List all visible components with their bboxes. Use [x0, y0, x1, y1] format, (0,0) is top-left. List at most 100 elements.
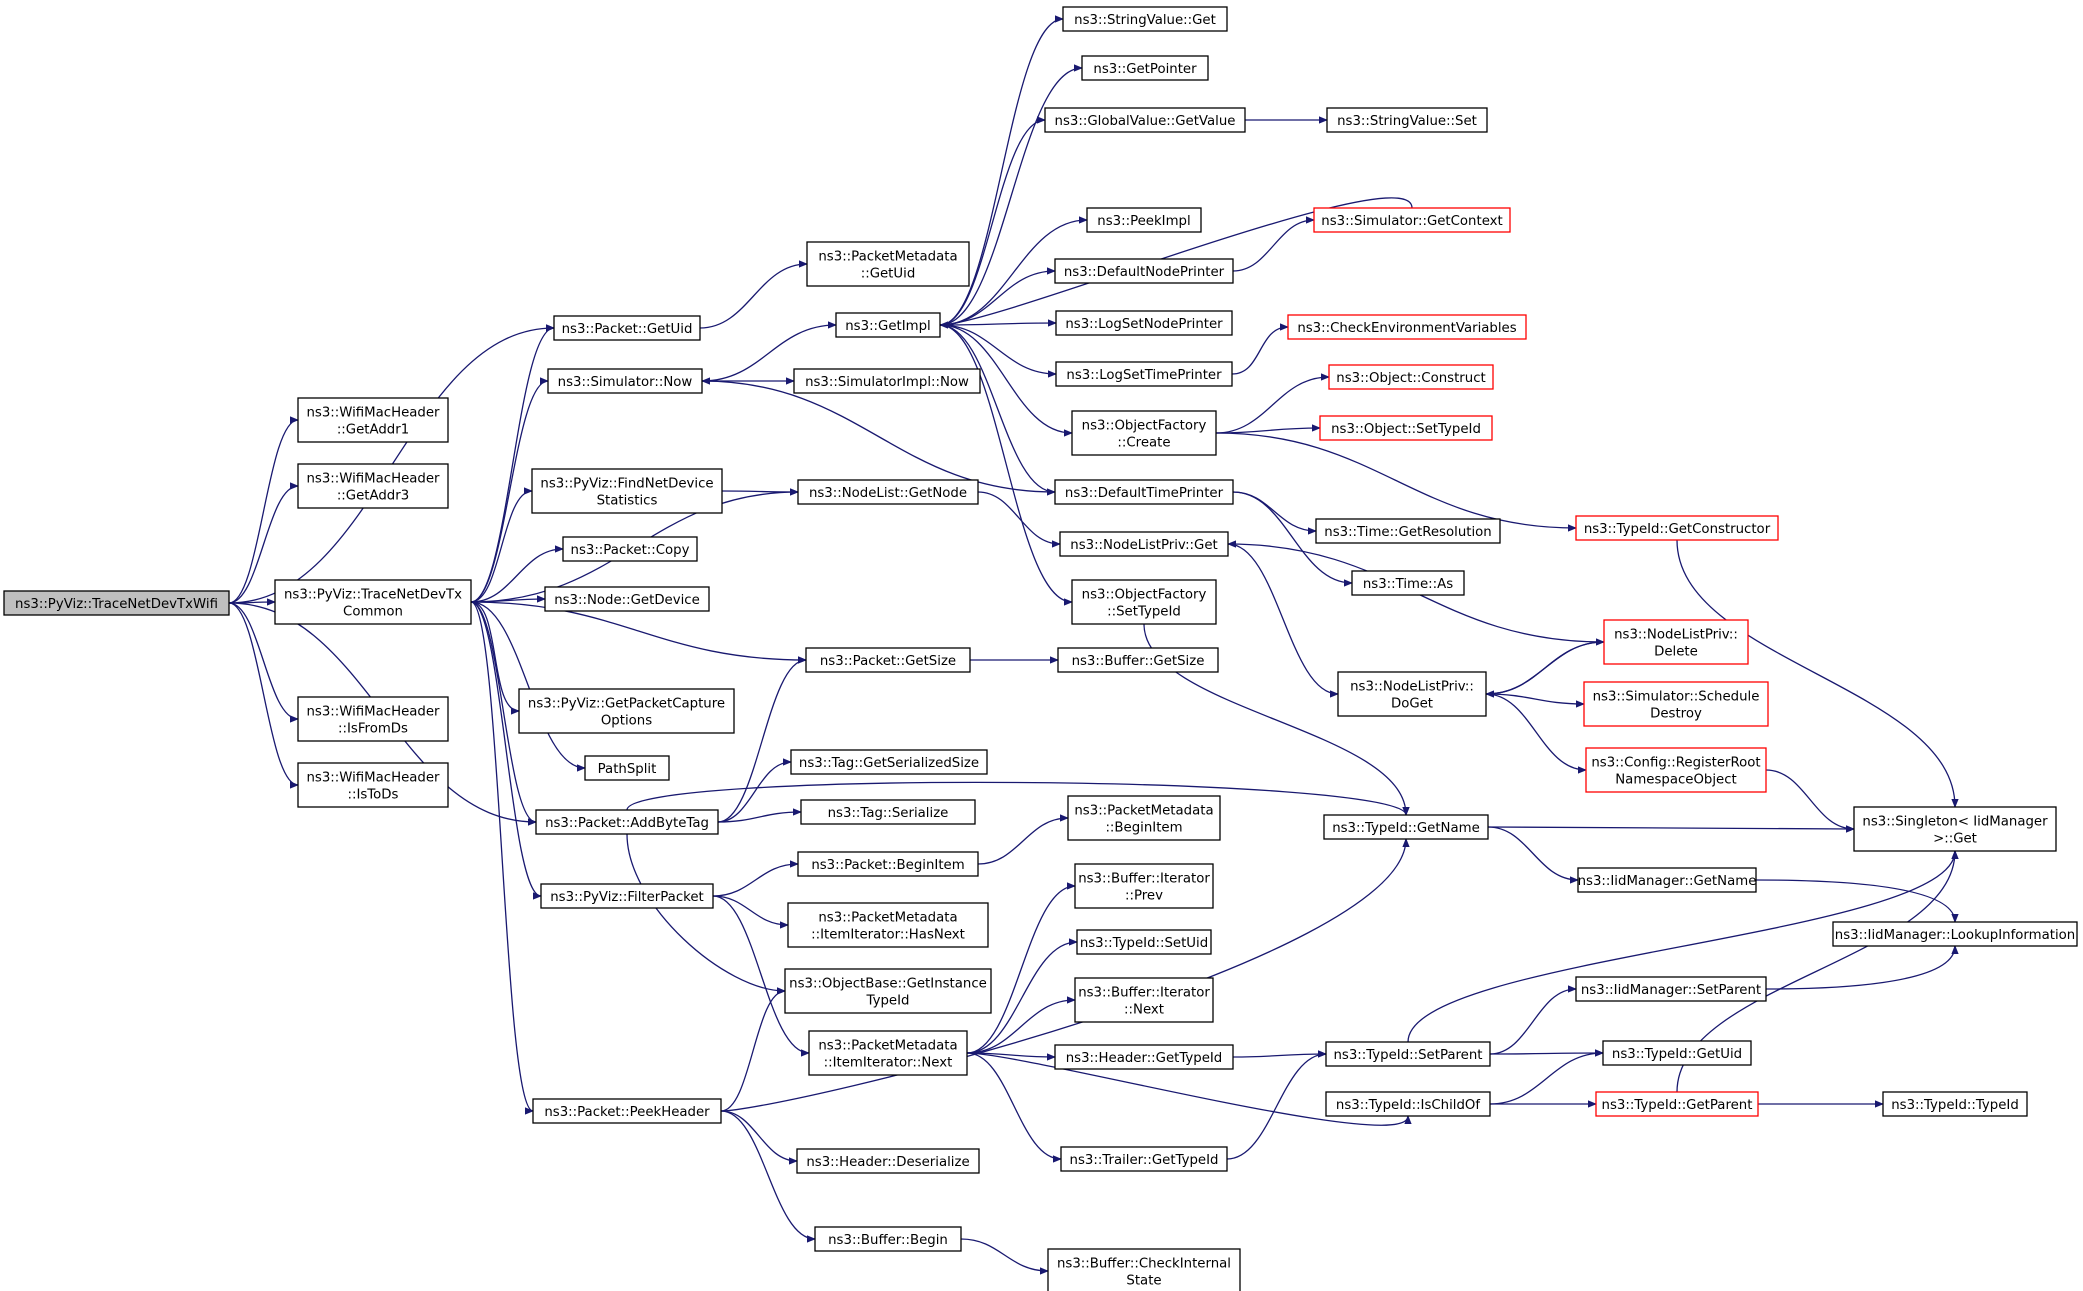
edge-path [966, 1052, 1061, 1159]
edge-pmnext-to-trlgettype [966, 1052, 1061, 1159]
node-tidgetparent[interactable]: ns3::TypeId::GetParent [1595, 1091, 1759, 1117]
node-nlpdelete[interactable]: ns3::NodeListPriv::Delete [1603, 619, 1749, 665]
node-getpointer[interactable]: ns3::GetPointer [1081, 55, 1209, 81]
node-taggetser[interactable]: ns3::Tag::GetSerializedSize [790, 749, 988, 775]
edge-tidgetctor-to-singleton [1676, 539, 1955, 807]
node-checkenv[interactable]: ns3::CheckEnvironmentVariables [1287, 314, 1527, 340]
node-simnow[interactable]: ns3::Simulator::Now [547, 368, 703, 394]
node-label: NamespaceObject [1615, 773, 1737, 788]
node-svget[interactable]: ns3::StringValue::Get [1062, 6, 1228, 32]
node-addbytetag[interactable]: ns3::Packet::AddByteTag [535, 809, 719, 835]
edge-path [717, 812, 801, 823]
edge-peekheader-to-obgetinst [720, 991, 786, 1112]
edge-addbytetag-to-obgetinst [626, 833, 785, 991]
node-tidgetname[interactable]: ns3::TypeId::GetName [1323, 814, 1489, 840]
node-box [1071, 579, 1217, 625]
node-trlgettype[interactable]: ns3::Trailer::GetTypeId [1060, 1146, 1228, 1172]
node-nlpget[interactable]: ns3::NodeListPriv::Get [1059, 531, 1229, 557]
node-peekimpl[interactable]: ns3::PeekImpl [1086, 207, 1202, 233]
node-box [553, 315, 701, 341]
node-addr3[interactable]: ns3::WifiMacHeader::GetAddr3 [297, 463, 449, 509]
node-isfromds[interactable]: ns3::WifiMacHeader::IsFromDs [297, 696, 449, 742]
node-svset[interactable]: ns3::StringValue::Set [1326, 107, 1488, 133]
edge-hdrgettype-to-tidsetparent [1232, 1054, 1326, 1057]
node-label: ns3::PyViz::TraceNetDevTxWifi [15, 597, 218, 612]
node-peekheader[interactable]: ns3::Packet::PeekHeader [532, 1098, 722, 1124]
node-pmhasnext[interactable]: ns3::PacketMetadata::ItemIterator::HasNe… [787, 902, 989, 948]
node-deftimeprinter[interactable]: ns3::DefaultTimePrinter [1054, 479, 1234, 505]
node-bufbegin[interactable]: ns3::Buffer::Begin [814, 1226, 962, 1252]
node-tidsetparent[interactable]: ns3::TypeId::SetParent [1325, 1041, 1491, 1067]
node-pmbeginitem[interactable]: ns3::PacketMetadata::BeginItem [1067, 795, 1221, 841]
node-tidgetctor[interactable]: ns3::TypeId::GetConstructor [1575, 515, 1779, 541]
node-pktcopy[interactable]: ns3::Packet::Copy [562, 536, 698, 562]
edge-tracecommon-to-findnetdev [470, 491, 533, 603]
node-pmgetuid[interactable]: ns3::PacketMetadata::GetUid [806, 241, 970, 287]
node-label: ns3::DefaultTimePrinter [1065, 486, 1224, 501]
node-hdrgettype[interactable]: ns3::Header::GetTypeId [1054, 1044, 1234, 1070]
edge-tracecommon-to-pathsplit [470, 601, 585, 768]
edge-path [1227, 543, 1338, 694]
node-logsetnode[interactable]: ns3::LogSetNodePrinter [1055, 310, 1233, 336]
edge-path [228, 420, 299, 604]
node-ofsettype[interactable]: ns3::ObjectFactory::SetTypeId [1071, 579, 1217, 625]
node-pktbeginitem[interactable]: ns3::Packet::BeginItem [797, 851, 979, 877]
node-label: ns3::Header::GetTypeId [1066, 1051, 1223, 1066]
node-logsettime[interactable]: ns3::LogSetTimePrinter [1055, 361, 1233, 387]
node-tidtypeid[interactable]: ns3::TypeId::TypeId [1882, 1091, 2028, 1117]
node-simimplnow[interactable]: ns3::SimulatorImpl::Now [793, 368, 981, 394]
node-pmnext[interactable]: ns3::PacketMetadata::ItemIterator::Next [808, 1030, 968, 1076]
node-box [535, 809, 719, 835]
node-getimpl[interactable]: ns3::GetImpl [835, 312, 941, 338]
node-bufitnext[interactable]: ns3::Buffer::Iterator::Next [1074, 977, 1214, 1023]
node-timeas[interactable]: ns3::Time::As [1351, 570, 1465, 596]
node-tidsetuid[interactable]: ns3::TypeId::SetUid [1076, 929, 1212, 955]
node-label: ::Prev [1125, 889, 1163, 904]
node-timegetres[interactable]: ns3::Time::GetResolution [1315, 518, 1501, 544]
node-filterpkt[interactable]: ns3::PyViz::FilterPacket [540, 883, 714, 909]
node-gvgetvalue[interactable]: ns3::GlobalValue::GetValue [1044, 107, 1246, 133]
node-nlpdoget[interactable]: ns3::NodeListPriv::DoGet [1337, 671, 1487, 717]
node-box [1313, 207, 1511, 233]
node-bufgetsize[interactable]: ns3::Buffer::GetSize [1057, 647, 1219, 673]
node-tidgetuid[interactable]: ns3::TypeId::GetUid [1602, 1040, 1752, 1066]
node-simgetctx[interactable]: ns3::Simulator::GetContext [1313, 207, 1511, 233]
node-hdrdeser[interactable]: ns3::Header::Deserialize [796, 1148, 980, 1174]
node-nlgetnode[interactable]: ns3::NodeList::GetNode [797, 479, 979, 505]
node-istods[interactable]: ns3::WifiMacHeader::IsToDs [297, 762, 449, 808]
node-addr1[interactable]: ns3::WifiMacHeader::GetAddr1 [297, 397, 449, 443]
node-pathsplit[interactable]: PathSplit [584, 755, 670, 781]
edge-bufbegin-to-bufcheck [960, 1238, 1048, 1271]
node-root[interactable]: ns3::PyViz::TraceNetDevTxWifi [3, 590, 230, 616]
node-pktgetsize[interactable]: ns3::Packet::GetSize [805, 647, 971, 673]
node-imgetname[interactable]: ns3::IidManager::GetName [1577, 867, 1757, 893]
node-objconstruct[interactable]: ns3::Object::Construct [1328, 364, 1494, 390]
node-defnodeprinter[interactable]: ns3::DefaultNodePrinter [1054, 258, 1234, 284]
node-label: ns3::Buffer::Iterator [1078, 986, 1210, 1001]
node-imsetparent[interactable]: ns3::IidManager::SetParent [1575, 976, 1767, 1002]
node-box [1054, 258, 1234, 284]
node-pktgetuid[interactable]: ns3::Packet::GetUid [553, 315, 701, 341]
node-box [1603, 619, 1749, 665]
node-singleton[interactable]: ns3::Singleton< IidManager>::Get [1853, 806, 2057, 852]
node-box [297, 762, 449, 808]
node-box [806, 241, 970, 287]
edge-path [701, 325, 836, 382]
node-imlookup[interactable]: ns3::IidManager::LookupInformation [1832, 921, 2078, 947]
node-objsettype[interactable]: ns3::Object::SetTypeId [1319, 415, 1493, 441]
edge-addbytetag-to-tidgetname [626, 781, 1406, 816]
node-tagser[interactable]: ns3::Tag::Serialize [800, 799, 976, 825]
edge-nlpdoget-to-cfgregroot [1485, 693, 1586, 770]
node-ofcreate[interactable]: ns3::ObjectFactory::Create [1071, 410, 1217, 456]
node-nodegetdev[interactable]: ns3::Node::GetDevice [544, 586, 710, 612]
nodes-layer: ns3::PyViz::TraceNetDevTxWifins3::WifiMa… [3, 6, 2078, 1291]
node-tidischild[interactable]: ns3::TypeId::IsChildOf [1325, 1091, 1491, 1117]
node-bufitprev[interactable]: ns3::Buffer::Iterator::Prev [1074, 863, 1214, 909]
